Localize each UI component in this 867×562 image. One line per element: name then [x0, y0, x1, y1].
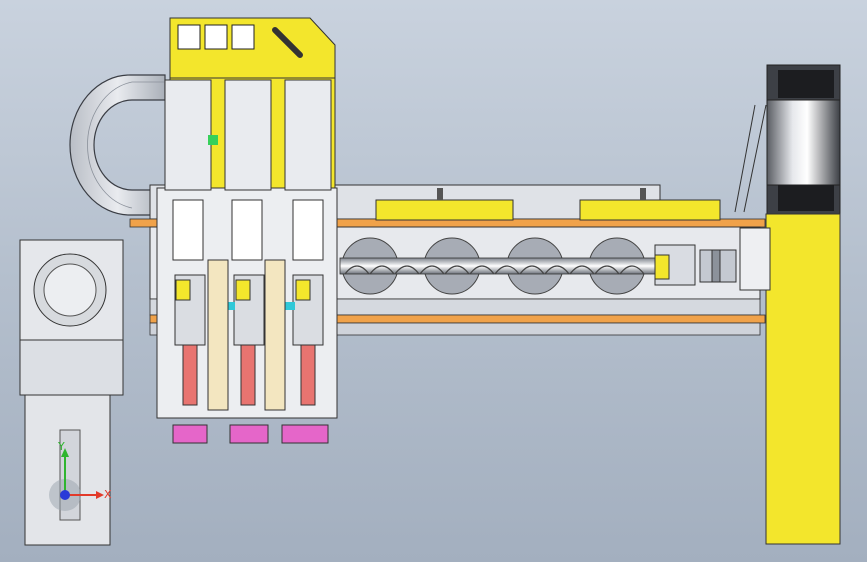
valve-block	[207, 259, 229, 411]
triad-y-label: Y	[58, 440, 65, 453]
drive-motor-right[interactable]	[734, 64, 841, 545]
head-module-1[interactable]	[164, 79, 212, 444]
head-module-2[interactable]	[224, 79, 272, 444]
valve-block	[264, 259, 286, 411]
triad-x-label: X	[104, 488, 112, 501]
cable-chain[interactable]	[69, 74, 166, 216]
sensor-marker	[225, 302, 235, 310]
status-led	[208, 135, 218, 145]
head-module-3[interactable]	[281, 79, 332, 444]
servo-motor-left[interactable]	[19, 239, 124, 546]
coordinate-triad-icon	[49, 448, 104, 511]
sensor-marker	[285, 302, 295, 310]
